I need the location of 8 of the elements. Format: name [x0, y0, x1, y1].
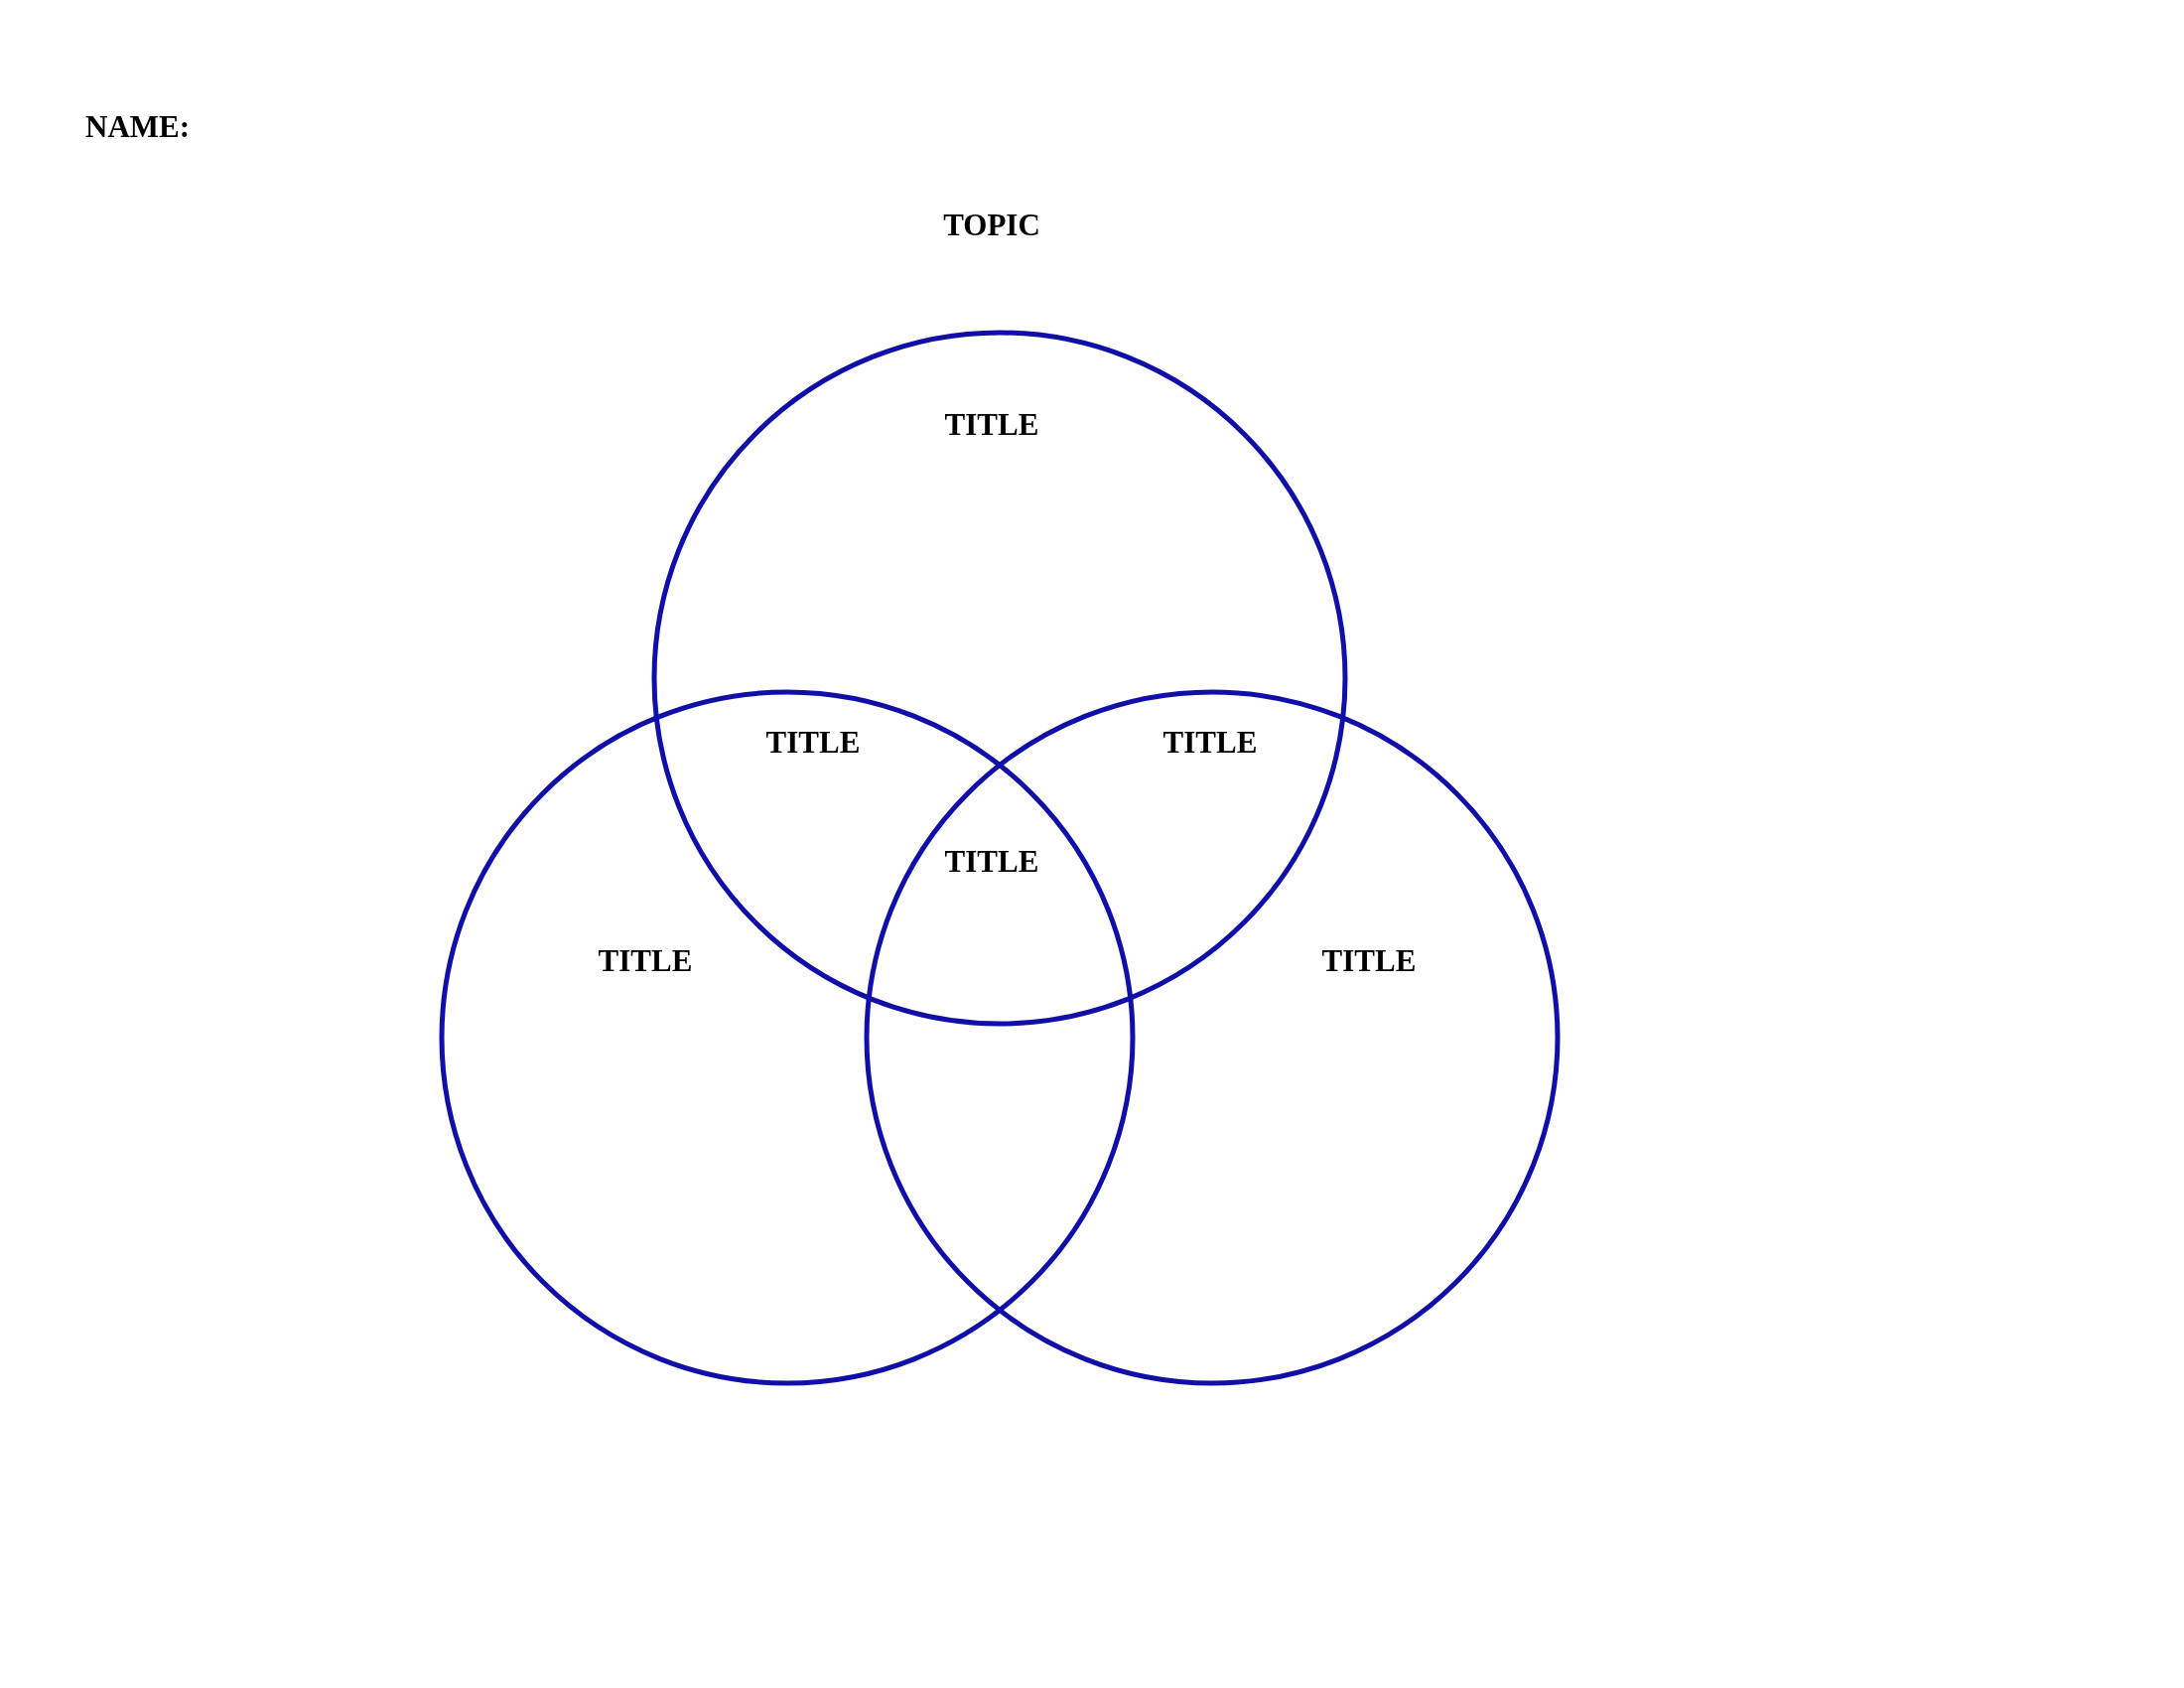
topic-heading: TOPIC	[943, 208, 1040, 243]
circle-title: TITLE	[1321, 943, 1417, 979]
overlap-title: TITLE	[765, 725, 861, 761]
circle-title: TITLE	[944, 407, 1039, 443]
overlap-title: TITLE	[1162, 725, 1258, 761]
circle-title: TITLE	[598, 943, 693, 979]
overlap-title: TITLE	[944, 844, 1039, 880]
name-field-label: NAME:	[85, 109, 191, 145]
